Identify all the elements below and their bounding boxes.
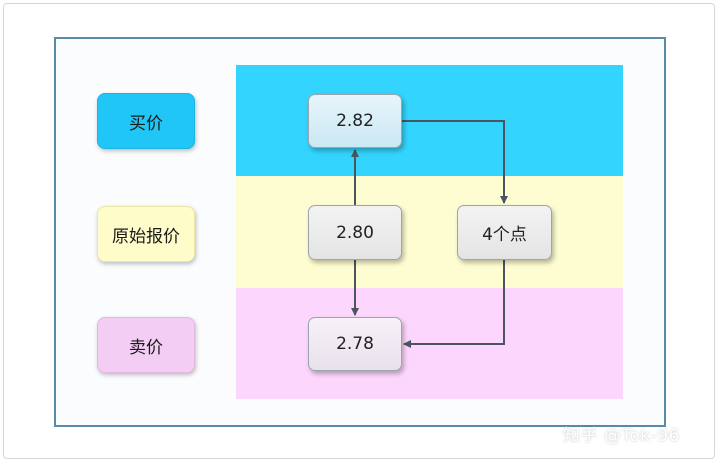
arrow-bid-to-spread bbox=[402, 120, 508, 204]
sell-price-label: 卖价 bbox=[97, 317, 195, 373]
watermark: 知乎 @Tok-96 bbox=[563, 426, 680, 446]
original-quote-band bbox=[236, 176, 623, 288]
spread-points-node: 4个点 bbox=[457, 205, 552, 260]
ask-price-node: 2.78 bbox=[308, 317, 402, 371]
bid-price-node: 2.82 bbox=[308, 94, 402, 148]
original-quote-label: 原始报价 bbox=[97, 206, 195, 262]
mid-price-node: 2.80 bbox=[308, 205, 402, 260]
buy-price-label: 买价 bbox=[97, 93, 195, 149]
arrow-spread-to-ask bbox=[403, 260, 505, 348]
